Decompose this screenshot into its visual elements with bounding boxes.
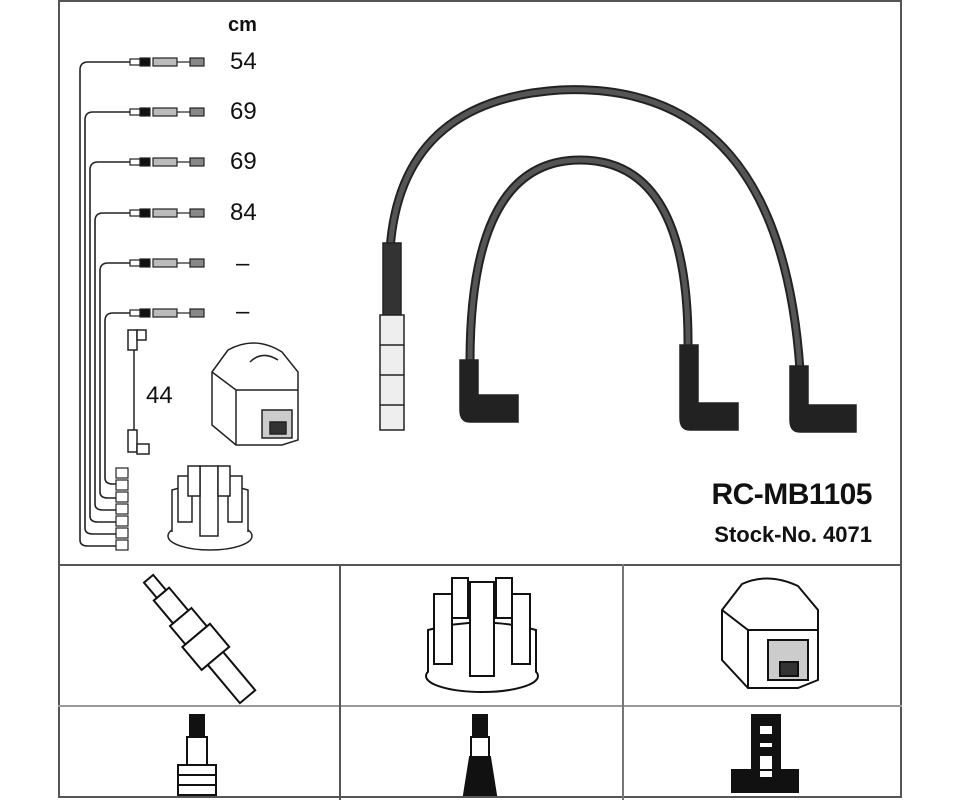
divider [58, 564, 902, 566]
divider [622, 564, 624, 800]
length-label: – [236, 250, 250, 277]
distributor-cap-icon [425, 577, 539, 693]
divider [58, 705, 902, 707]
stock-number: Stock-No. 4071 [714, 522, 872, 547]
product-code: RC-MB1105 [711, 478, 872, 511]
ignition-coil-icon [721, 577, 819, 689]
divider [339, 564, 341, 800]
distributor-connector-icon [462, 714, 498, 796]
ignition-cables-icon [385, 85, 805, 375]
length-label: 69 [230, 98, 257, 125]
coil-lead-length: 44 [146, 382, 173, 409]
spark-plug-connector-icon [177, 714, 217, 796]
length-label: – [236, 298, 250, 325]
lead-connectors-icon [115, 57, 205, 551]
coil-lead-icon [127, 329, 150, 455]
length-label: 54 [230, 48, 257, 75]
unit-label: cm [228, 14, 257, 36]
coil-connector-icon [731, 714, 799, 793]
spark-plug-icon [142, 573, 257, 705]
length-label: 84 [230, 199, 257, 226]
ignition-coil-icon [211, 342, 299, 446]
distributor-cap-icon [167, 465, 253, 551]
length-label: 69 [230, 148, 257, 175]
angled-boot-icon [459, 344, 857, 433]
diagram-frame [58, 0, 902, 798]
lead-wires-icon [79, 61, 130, 547]
spark-plug-boot-icon [379, 242, 405, 431]
